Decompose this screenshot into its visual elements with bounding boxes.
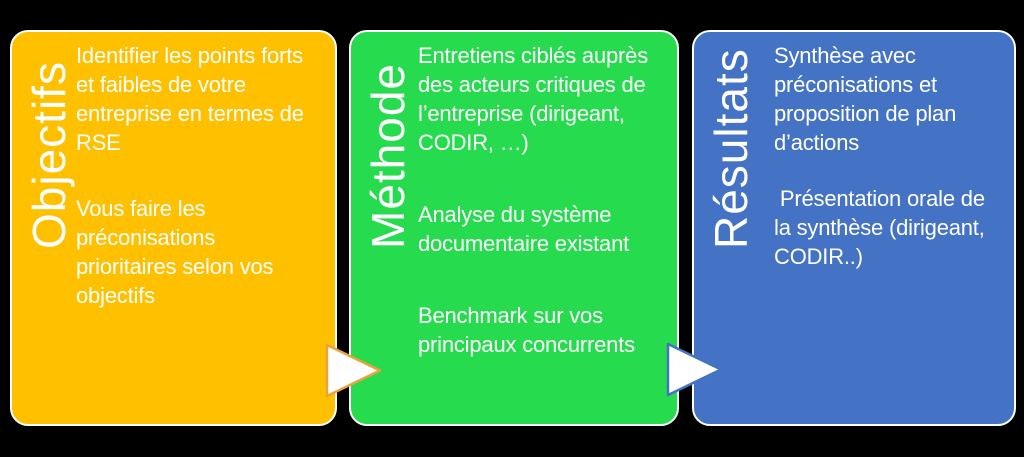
panel-methode-title: Méthode xyxy=(362,62,414,249)
methode-paragraph-1: Entretiens ciblés auprès des acteurs cri… xyxy=(418,43,648,155)
objectifs-paragraph-2: Vous faire les préconisations prioritair… xyxy=(76,196,274,308)
objectifs-paragraph-1: Identifier les points forts et faibles d… xyxy=(76,43,304,155)
resultats-paragraph-2: Présentation orale de la synthèse (dirig… xyxy=(774,186,985,269)
panel-resultats-body: Synthèse avec préconisations et proposit… xyxy=(774,41,1016,271)
methode-paragraph-2: Analyse du système documentaire existant xyxy=(418,202,630,256)
arrow-right-icon xyxy=(666,342,723,397)
panel-objectifs: Objectifs Identifier les points forts et… xyxy=(10,30,337,426)
panel-methode: Méthode Entretiens ciblés auprès des act… xyxy=(349,30,679,426)
panel-methode-body: Entretiens ciblés auprès des acteurs cri… xyxy=(418,41,680,359)
panel-objectifs-body: Identifier les points forts et faibles d… xyxy=(76,41,338,310)
resultats-paragraph-1: Synthèse avec préconisations et proposit… xyxy=(774,43,957,155)
arrow-right-icon xyxy=(325,343,382,398)
panel-resultats: Résultats Synthèse avec préconisations e… xyxy=(692,30,1016,426)
methode-paragraph-3: Benchmark sur vos principaux concurrents xyxy=(418,303,635,357)
panel-resultats-title: Résultats xyxy=(705,48,757,249)
panel-objectifs-title: Objectifs xyxy=(23,61,75,249)
